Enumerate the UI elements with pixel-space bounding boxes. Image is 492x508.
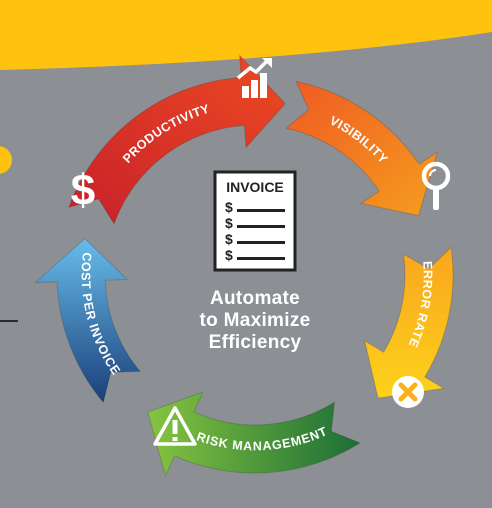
invoice-document-icon: INVOICE $$$$ — [213, 170, 297, 272]
caption-line-3: Efficiency — [208, 332, 302, 353]
caption-line-1: Automate — [209, 288, 300, 309]
invoice-line-symbol: $ — [225, 215, 233, 231]
magnifier-icon — [421, 161, 451, 210]
invoice-line — [237, 225, 285, 228]
cycle-arrow-cost-per-invoice — [33, 238, 142, 404]
invoice-line — [237, 241, 285, 244]
top-yellow-band — [0, 0, 492, 70]
invoice-line — [237, 209, 285, 212]
warning-triangle-icon — [153, 406, 197, 446]
center-caption: Automate to Maximize Efficiency — [160, 288, 350, 354]
svg-text:$: $ — [71, 166, 95, 215]
invoice-line — [237, 257, 285, 260]
cycle-arrow-error-rate — [363, 246, 454, 399]
left-yellow-dot — [0, 146, 12, 174]
x-circle-icon — [392, 376, 424, 408]
invoice-line-symbol: $ — [225, 231, 233, 247]
cycle-arrow-visibility — [285, 80, 439, 217]
caption-line-2: to Maximize — [199, 310, 311, 331]
cycle-arrow-risk-management — [147, 391, 362, 478]
dollar-icon: $ — [71, 166, 95, 215]
invoice-title: INVOICE — [226, 179, 284, 195]
growth-chart-icon — [236, 58, 272, 98]
left-divider-line — [0, 320, 18, 322]
invoice-line-symbol: $ — [225, 247, 233, 263]
invoice-line-symbol: $ — [225, 199, 233, 215]
